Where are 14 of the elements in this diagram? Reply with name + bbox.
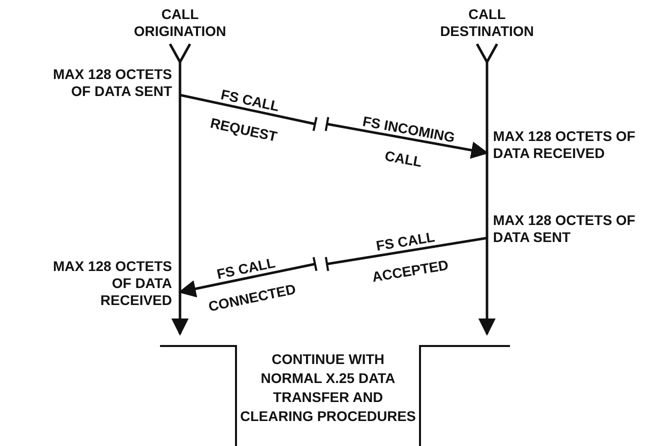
participant-label: CALL ORIGINATION xyxy=(132,6,228,40)
data-note: MAX 128 OCTETS OF DATA RECEIVED xyxy=(52,258,172,309)
lifeline-arrow xyxy=(171,300,189,336)
edge-label: FS INCOMING CALL xyxy=(360,111,458,172)
participant-label: CALL DESTINATION xyxy=(439,6,535,40)
message-arrow xyxy=(324,116,489,159)
edge-label: FS CALL ACCEPTED xyxy=(370,228,450,283)
data-note: MAX 128 OCTETS OF DATA SENT xyxy=(493,212,636,246)
procedure-box-text: CONTINUE WITH NORMAL X.25 DATA TRANSFER AND CLEARING PROCEDURES xyxy=(240,350,416,426)
data-note: MAX 128 OCTETS OF DATA RECEIVED xyxy=(493,128,636,162)
edge-label: FS CALL REQUEST xyxy=(208,84,282,144)
lifeline-arrow xyxy=(478,300,496,336)
message-arrow xyxy=(178,256,318,298)
data-note: MAX 128 OCTETS OF DATA SENT xyxy=(52,66,172,100)
